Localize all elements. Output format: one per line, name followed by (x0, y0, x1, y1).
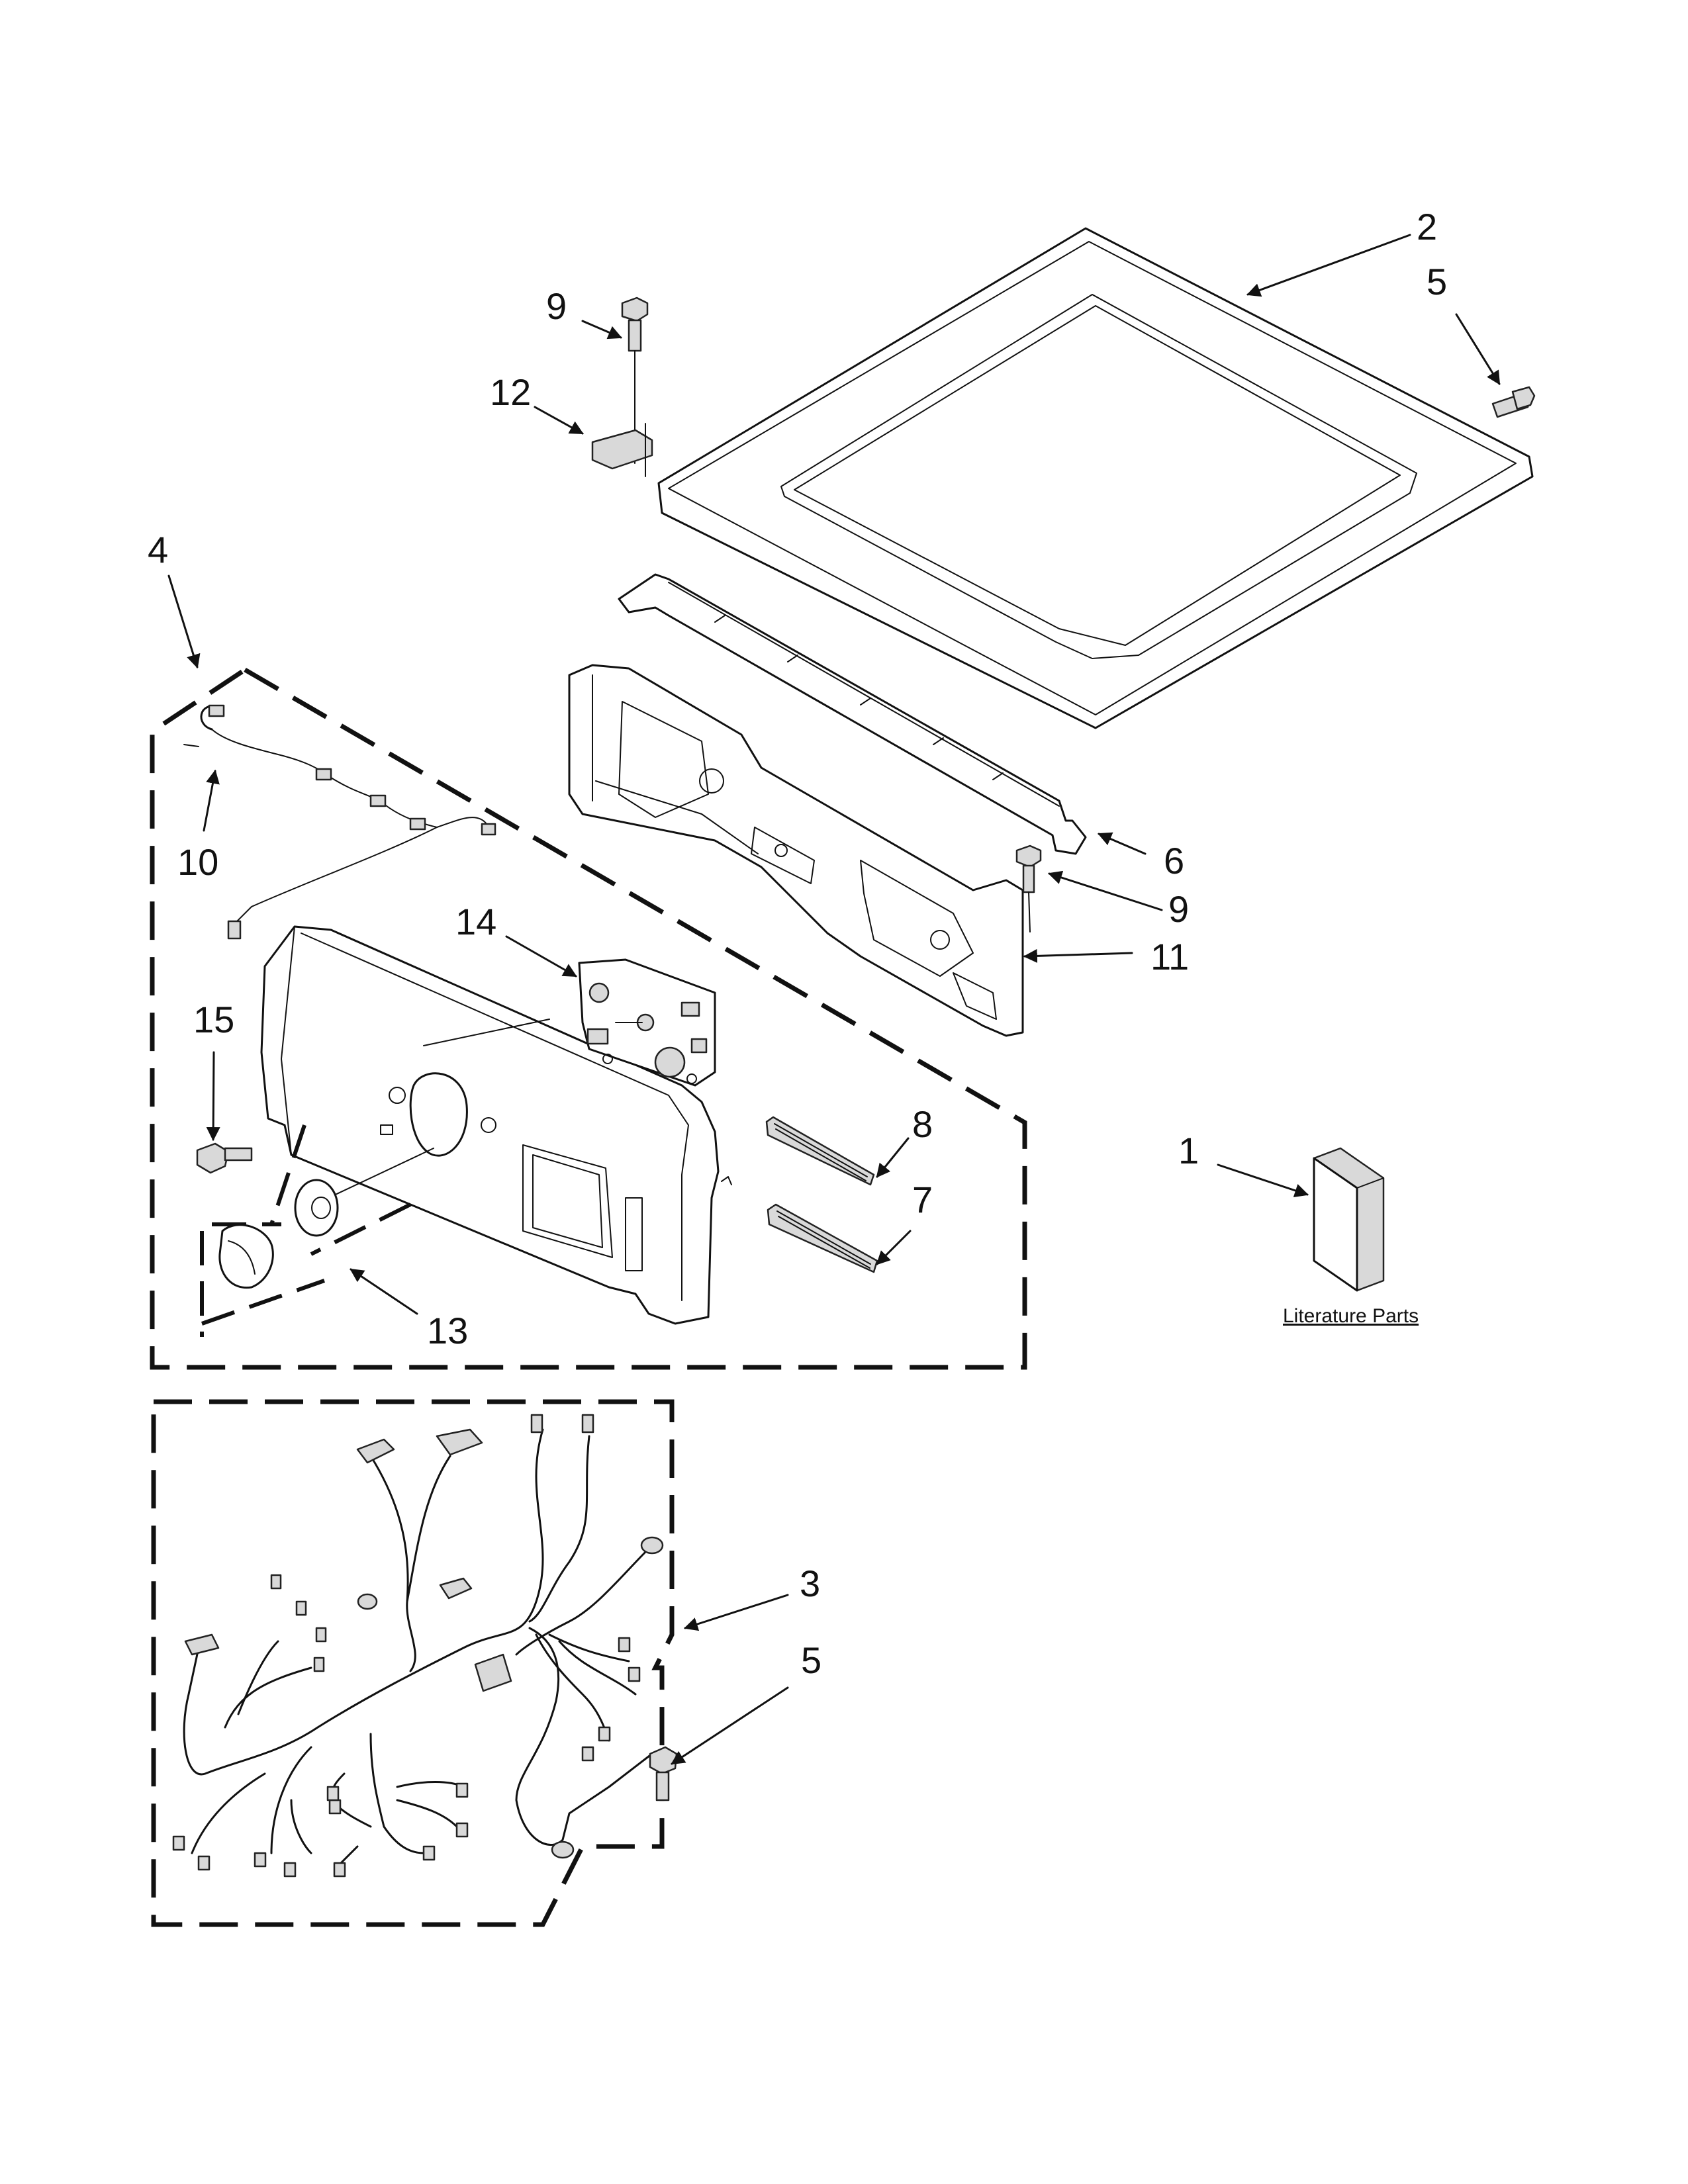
leader-arrows (167, 234, 1501, 1765)
literature-booklet-1 (1313, 1147, 1385, 1292)
assembly-boundary-4 (150, 666, 1027, 1370)
screw-5-top (1491, 386, 1536, 418)
harness-boundary-3 (151, 1399, 675, 1927)
callout-14: 14 (455, 901, 496, 942)
screw-5-bottom (649, 1746, 678, 1801)
callout-5-bottom: 5 (801, 1639, 821, 1681)
callout-3: 3 (800, 1563, 820, 1604)
control-board-14 (578, 958, 716, 1087)
callout-9-right: 9 (1168, 888, 1189, 930)
callout-4: 4 (148, 529, 168, 570)
callout-13: 13 (427, 1310, 468, 1351)
screw-9-right (1015, 844, 1042, 933)
callout-labels: 2 5 9 12 4 10 6 9 11 14 15 8 7 1 13 3 5 (148, 206, 1447, 1681)
callout-9-top: 9 (546, 285, 567, 327)
callout-11: 11 (1150, 936, 1189, 978)
callout-6: 6 (1164, 840, 1184, 882)
ribbon-cable-7 (767, 1203, 878, 1273)
callout-5-top: 5 (1427, 261, 1447, 302)
knob-assembly-13 (200, 1124, 434, 1337)
console-back-11 (568, 664, 1024, 1037)
callout-2: 2 (1417, 206, 1437, 248)
callout-12: 12 (490, 371, 531, 413)
main-wire-harness-3 (172, 1414, 664, 1878)
literature-parts-label: Literature Parts (1283, 1305, 1419, 1327)
callout-10: 10 (177, 841, 218, 883)
bracket-12 (591, 423, 653, 477)
callout-15: 15 (193, 999, 234, 1040)
wire-harness-10 (183, 704, 496, 940)
screw-15 (196, 1142, 253, 1174)
ribbon-cable-8 (765, 1116, 875, 1186)
callout-7: 7 (912, 1179, 933, 1220)
rail-6 (618, 573, 1087, 855)
callout-1: 1 (1178, 1130, 1199, 1171)
top-panel (657, 227, 1534, 729)
console-fascia (260, 925, 732, 1325)
callout-8: 8 (912, 1103, 933, 1145)
